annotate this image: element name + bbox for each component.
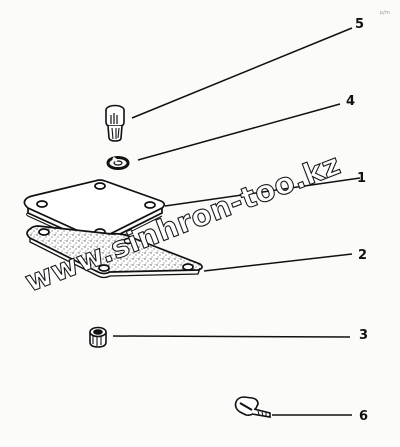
part-1-cover-plate [23, 179, 166, 248]
leader-line-1 [164, 177, 361, 207]
callout-5: 5 [355, 17, 364, 32]
part-6-screw [234, 396, 271, 418]
leader-line-5 [131, 27, 353, 119]
callout-2: 2 [358, 248, 367, 263]
callout-1: 1 [357, 171, 366, 186]
part-2-gasket [26, 225, 203, 279]
leader-line-2 [203, 253, 353, 272]
leader-line-4 [137, 103, 341, 161]
callout-3: 3 [359, 328, 368, 343]
leader-line-3 [112, 335, 351, 338]
callout-4: 4 [346, 94, 355, 109]
corner-mark: p/m [380, 10, 390, 16]
part-3-bush [89, 326, 107, 348]
callout-6: 6 [359, 409, 368, 424]
part-5-pin [105, 104, 125, 142]
part-4-circlip [106, 156, 130, 170]
